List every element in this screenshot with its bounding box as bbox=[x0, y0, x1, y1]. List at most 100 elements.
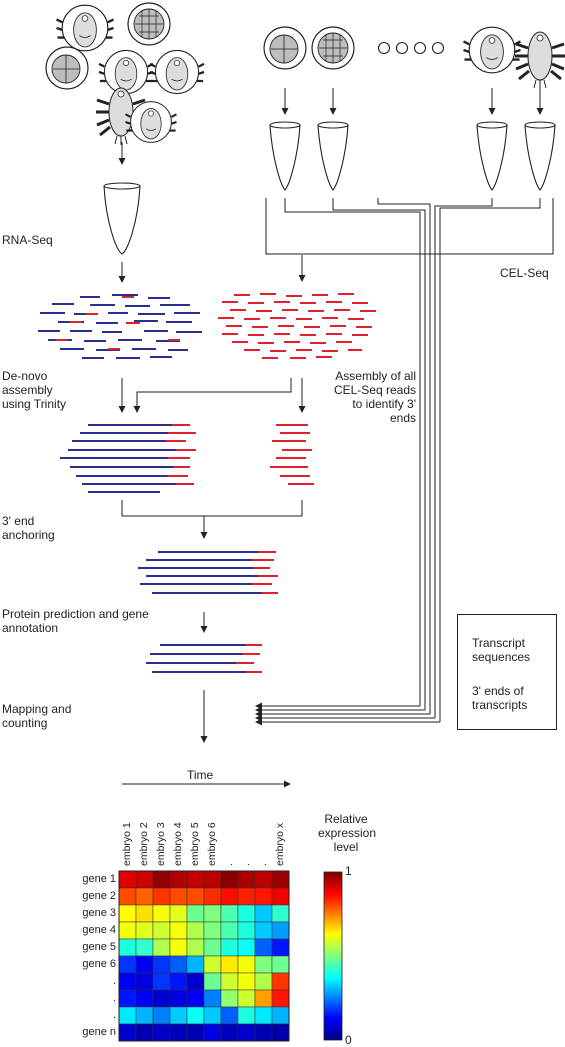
flow-arrows bbox=[118, 88, 544, 788]
assembled-3prime-ends bbox=[270, 424, 314, 485]
heatmap-cell bbox=[118, 870, 137, 889]
expression-heatmap bbox=[118, 870, 290, 1042]
heatmap-cell bbox=[152, 870, 171, 889]
heatmap-cell bbox=[271, 989, 290, 1008]
annotated-transcripts bbox=[146, 644, 262, 673]
heatmap-cell bbox=[186, 921, 205, 940]
color-scale-bar bbox=[323, 871, 343, 1041]
heatmap-cell bbox=[237, 921, 256, 940]
heatmap-cell bbox=[169, 904, 188, 923]
heatmap-cell bbox=[237, 989, 256, 1008]
gene-label: gene 1 bbox=[82, 873, 116, 885]
rna-seq-label: RNA-Seq bbox=[2, 233, 53, 247]
heatmap-cell bbox=[118, 904, 137, 923]
heatmap-cell bbox=[118, 921, 137, 940]
heatmap-cell bbox=[220, 938, 239, 957]
heatmap-cell bbox=[186, 904, 205, 923]
heatmap-cell bbox=[220, 955, 239, 974]
embryo-label: . bbox=[257, 863, 269, 866]
scale-min-label: 0 bbox=[345, 1033, 352, 1047]
heatmap-cell bbox=[220, 1023, 239, 1042]
heatmap-cell bbox=[186, 989, 205, 1008]
heatmap-cell bbox=[203, 870, 222, 889]
heatmap-cell bbox=[220, 904, 239, 923]
heatmap-cell bbox=[254, 904, 273, 923]
heatmap-cell bbox=[220, 989, 239, 1008]
heatmap-cell bbox=[220, 870, 239, 889]
heatmap-cell bbox=[271, 904, 290, 923]
embryo-collage-left bbox=[45, 2, 206, 147]
gene-label: gene n bbox=[82, 1026, 116, 1038]
heatmap-cell bbox=[169, 870, 188, 889]
heatmap-cell bbox=[237, 938, 256, 957]
heatmap-cell bbox=[203, 904, 222, 923]
heatmap-cell bbox=[237, 972, 256, 991]
heatmap-cell bbox=[203, 938, 222, 957]
heatmap-cell bbox=[220, 921, 239, 940]
embryo-label: . bbox=[240, 863, 252, 866]
heatmap-cell bbox=[118, 989, 137, 1008]
heatmap-cell bbox=[237, 955, 256, 974]
heatmap-cell bbox=[237, 887, 256, 906]
heatmap-cell bbox=[135, 870, 154, 889]
embryo-label: embryo 4 bbox=[172, 822, 184, 866]
cel-seq-pooling-lines bbox=[255, 198, 554, 726]
heatmap-cell bbox=[152, 955, 171, 974]
heatmap-cell bbox=[203, 955, 222, 974]
heatmap-cell bbox=[254, 972, 273, 991]
heatmap-cell bbox=[186, 1023, 205, 1042]
heatmap-cell bbox=[169, 972, 188, 991]
heatmap-cell bbox=[237, 904, 256, 923]
heatmap-cell bbox=[118, 1023, 137, 1042]
embryo-label: embryo 3 bbox=[155, 822, 167, 866]
heatmap-cell bbox=[152, 887, 171, 906]
heatmap-cell bbox=[254, 870, 273, 889]
heatmap-cell bbox=[254, 938, 273, 957]
heatmap-cell bbox=[254, 955, 273, 974]
heatmap-border bbox=[118, 870, 290, 1042]
heatmap-cell bbox=[203, 887, 222, 906]
gene-label: gene 4 bbox=[82, 924, 116, 936]
heatmap-cell bbox=[169, 921, 188, 940]
heatmap-cell bbox=[152, 938, 171, 957]
heatmap-cell bbox=[254, 921, 273, 940]
embryo-label: embryo x bbox=[274, 822, 286, 866]
heatmap-cell bbox=[186, 938, 205, 957]
heatmap-cell bbox=[169, 1023, 188, 1042]
heatmap-cell bbox=[135, 887, 154, 906]
embryo-label: embryo 5 bbox=[189, 822, 201, 866]
heatmap-cell bbox=[169, 989, 188, 1008]
heatmap-cell bbox=[152, 972, 171, 991]
heatmap-cell bbox=[169, 955, 188, 974]
heatmap-cell bbox=[152, 989, 171, 1008]
heatmap-cell bbox=[169, 887, 188, 906]
heatmap-cell bbox=[135, 1006, 154, 1025]
heatmap-cell bbox=[254, 989, 273, 1008]
rna-seq-reads bbox=[38, 294, 202, 359]
heatmap-cell bbox=[203, 989, 222, 1008]
heatmap-cell bbox=[152, 1006, 171, 1025]
heatmap-cell bbox=[271, 870, 290, 889]
heatmap-cell bbox=[237, 1023, 256, 1042]
heatmap-cell bbox=[203, 1023, 222, 1042]
scale-max-label: 1 bbox=[345, 864, 352, 878]
embryo-row-right bbox=[263, 26, 565, 91]
heatmap-cell bbox=[254, 887, 273, 906]
cel-seq-reads bbox=[218, 293, 376, 359]
heatmap-cell bbox=[271, 1023, 290, 1042]
heatmap-cell bbox=[203, 921, 222, 940]
heatmap-cell bbox=[237, 1006, 256, 1025]
cel-seq-label: CEL-Seq bbox=[500, 266, 549, 280]
heatmap-cell bbox=[220, 972, 239, 991]
heatmap-cell bbox=[254, 1006, 273, 1025]
heatmap-cell bbox=[186, 972, 205, 991]
heatmap-cell bbox=[118, 955, 137, 974]
heatmap-cell bbox=[152, 904, 171, 923]
heatmap-cell bbox=[271, 921, 290, 940]
heatmap-cell bbox=[152, 1023, 171, 1042]
